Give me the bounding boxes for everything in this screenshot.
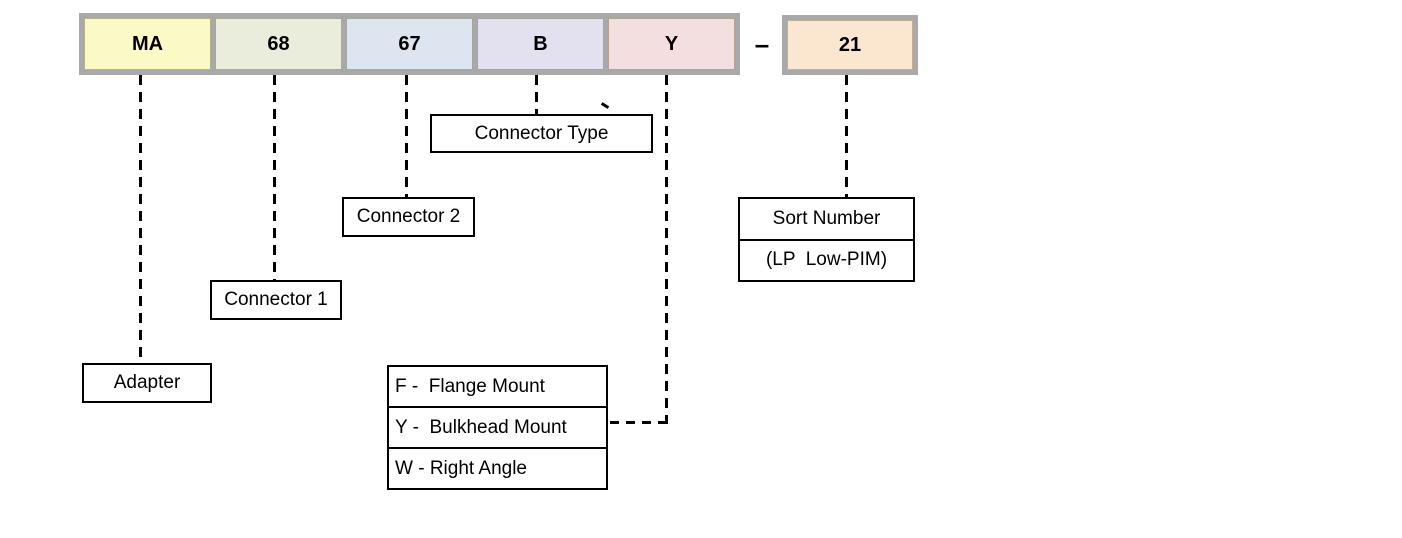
tick-artifact (600, 102, 610, 109)
connector-type-label: Connector Type (430, 114, 653, 153)
connector1-label: Connector 1 (210, 280, 342, 320)
line-connector-type (535, 75, 538, 114)
adapter-label: Adapter (82, 363, 212, 403)
line-connector2 (405, 75, 408, 197)
line-sort-number (845, 75, 848, 197)
sort-number-box: Sort Number (LP Low-PIM) (738, 197, 915, 282)
line-connector1 (273, 75, 276, 280)
mount-option-right-angle: W - Right Angle (389, 447, 606, 488)
line-adapter (139, 75, 142, 363)
code-segment-connector-type: B (477, 18, 604, 70)
sort-number-title: Sort Number (772, 207, 881, 229)
line-mount-vertical (665, 75, 668, 424)
code-segment-mount: Y (608, 18, 735, 70)
sort-number-note: (LP Low-PIM) (740, 238, 913, 281)
connector2-label: Connector 2 (342, 197, 475, 237)
code-segment-connector2: 67 (346, 18, 473, 70)
mount-option-flange: F - Flange Mount (395, 375, 545, 397)
mount-options-box: F - Flange Mount Y - Bulkhead Mount W - … (387, 365, 608, 490)
code-segment-sort-number: 21 (782, 15, 918, 75)
code-segment-adapter: MA (84, 18, 211, 70)
code-segment-connector1: 68 (215, 18, 342, 70)
line-mount-horizontal (610, 421, 668, 424)
dash-separator: – (754, 28, 770, 59)
mount-option-bulkhead: Y - Bulkhead Mount (389, 406, 606, 447)
part-code-group: MA 68 67 B Y (79, 13, 740, 75)
